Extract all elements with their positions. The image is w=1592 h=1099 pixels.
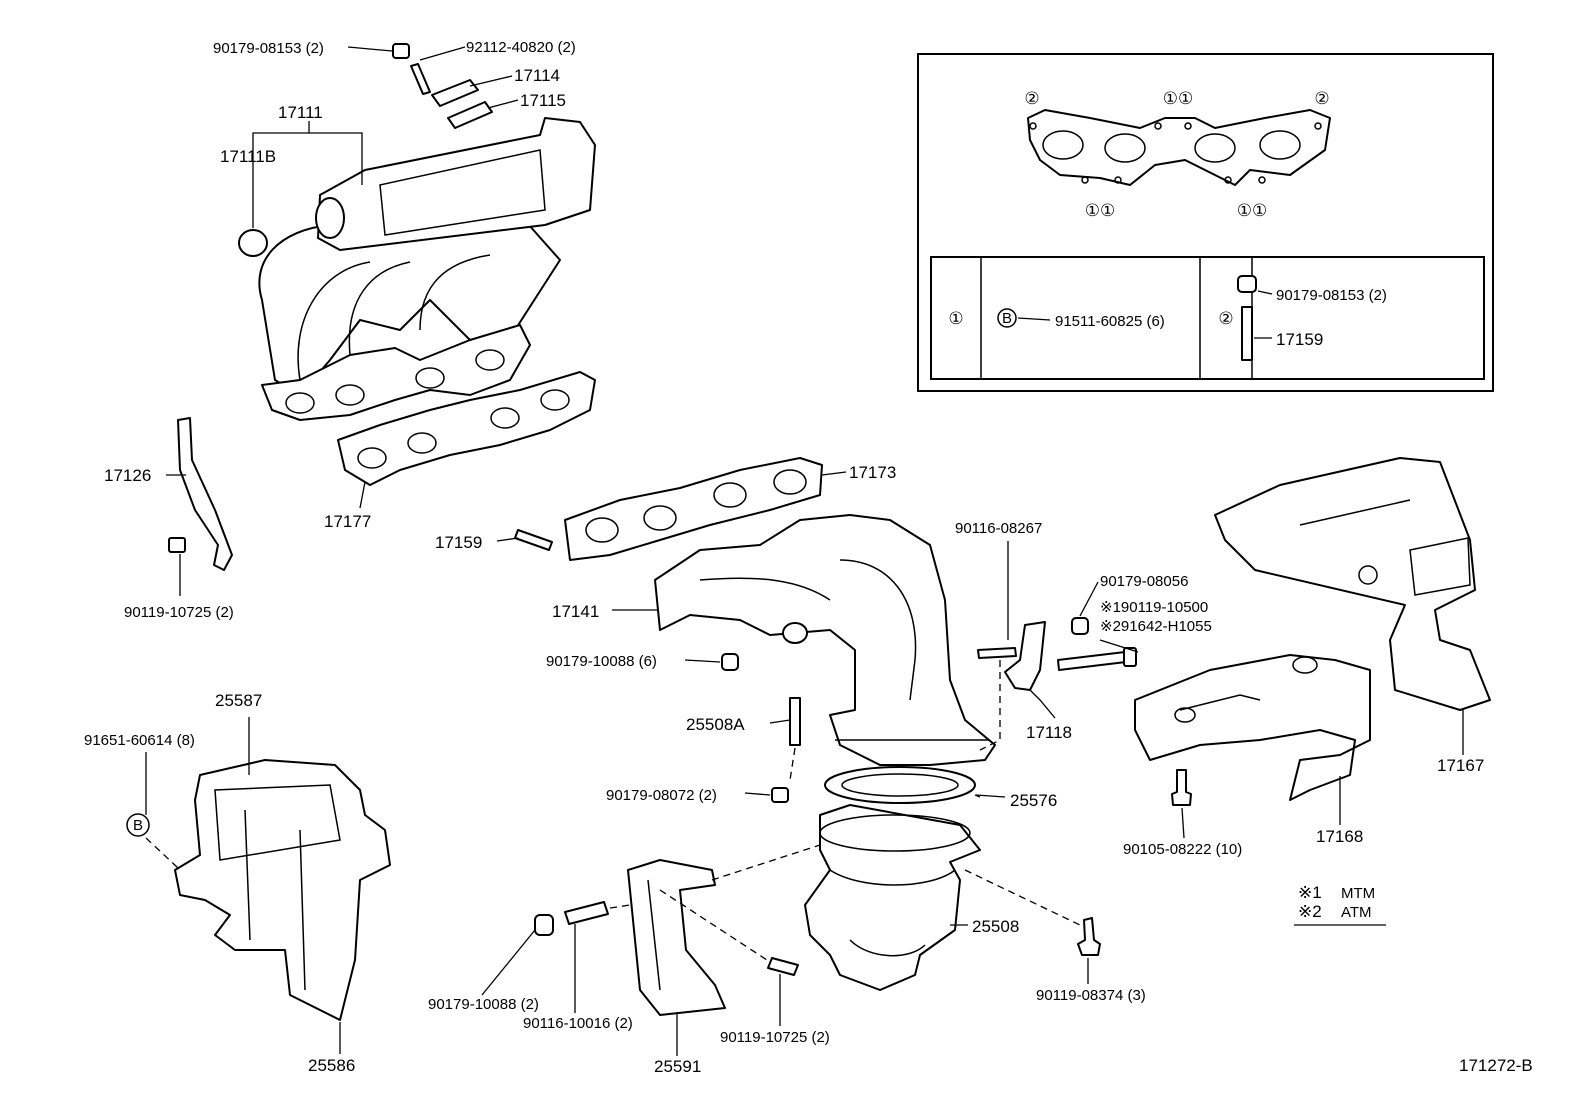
label-25587: 25587 [215,691,262,710]
label-90116-10016: 90116-10016 (2) [523,1015,633,1032]
label-17126: 17126 [104,466,151,485]
leader-lines [145,46,1464,1056]
label-17111b: 17111B [220,147,276,166]
inset-mark-bottom-right: ①① [1237,201,1267,220]
label-92112-40820: 92112-40820 (2) [466,39,576,56]
legend-note1-text: MTM [1341,885,1375,902]
legend-note2-mark: ※2 [1298,902,1322,921]
inset-mark-top-left: ② [1024,89,1039,108]
inset-row2-part-a: 90179-08153 (2) [1276,287,1387,304]
heat-insulator-17168-drawing [1134,654,1371,801]
label-25508a: 25508A [686,715,745,734]
inset-mark-bottom-left: ①① [1085,201,1115,220]
legend-note2-text: ATM [1341,904,1372,921]
legend-note1-mark: ※1 [1298,883,1322,902]
label-90179-08072: 90179-08072 (2) [606,787,717,804]
leader-b-25587 [145,837,179,869]
stay-fasteners-drawing [534,889,799,976]
heat-insulator-25587-drawing [174,759,391,1021]
label-17118: 17118 [1026,723,1072,742]
label-17114: 17114 [514,66,560,85]
inset-row2-marker: ② [1218,309,1233,328]
inset-mark-top-right: ② [1314,89,1329,108]
label-90105-08222: 90105-08222 (10) [1123,841,1242,858]
inset-row1-part: 91511-60825 (6) [1055,313,1165,330]
label-17177: 17177 [324,512,371,531]
b-marker: B [133,817,143,834]
label-90119-10500: ※190119-10500 [1100,599,1208,616]
label-91642-h1055: ※291642-H1055 [1100,618,1212,635]
label-17141: 17141 [552,602,599,621]
label-90179-08056: 90179-08056 [1100,573,1188,590]
label-25586: 25586 [308,1056,355,1075]
diagram-code: 171272-B [1459,1056,1533,1075]
converter-25508-drawing [804,804,981,991]
bracket-17118-group-drawing [977,617,1137,751]
label-17159: 17159 [435,533,482,552]
manifold-17141-drawing [654,514,996,766]
label-90179-10088-2: 90179-10088 (2) [428,996,539,1013]
label-90179-10088-6: 90179-10088 (6) [546,653,657,670]
label-90119-10725-lower: 90119-10725 (2) [720,1029,830,1046]
stud-25508a-drawing [771,697,801,803]
label-25591: 25591 [654,1057,701,1076]
inset-row1-b-marker: B [1002,310,1012,327]
label-25508: 25508 [972,917,1019,936]
gasket-25576-drawing [824,766,976,804]
manifold-17111-drawing [238,117,596,421]
leader-25508-bolt [964,869,1081,926]
nut-90179-10088-6-drawing [721,653,739,671]
label-17167: 17167 [1437,756,1484,775]
inset-mark-top-center: ①① [1163,89,1193,108]
heat-insulator-17167-drawing [1214,457,1491,711]
bolt-90119-08374-drawing [1077,917,1101,956]
b-marker-circle [126,813,150,837]
top-fasteners-drawing [392,43,493,129]
inset-row1-marker: ① [948,309,963,328]
gasket-17177-drawing [337,371,596,486]
label-90116-08267: 90116-08267 [955,520,1042,537]
label-90119-10725-upper: 90119-10725 (2) [124,604,234,621]
stay-25591-drawing [627,844,821,1016]
bolt-90105-08222-drawing [1171,769,1192,806]
label-91651-60614: 91651-60614 (8) [84,732,195,749]
inset-row2-part-b: 17159 [1276,330,1323,349]
stud-17159-drawing [514,529,553,551]
label-90179-08153: 90179-08153 (2) [213,40,324,57]
label-17111: 17111 [278,103,323,122]
bracket-17126-drawing [168,417,233,571]
label-25576: 25576 [1010,791,1057,810]
label-90119-08374: 90119-08374 (3) [1036,987,1146,1004]
inset-gasket-panel [917,53,1494,392]
gasket-17173-drawing [564,457,823,561]
label-17173: 17173 [849,463,896,482]
label-17115: 17115 [520,91,566,110]
label-17168: 17168 [1316,827,1363,846]
